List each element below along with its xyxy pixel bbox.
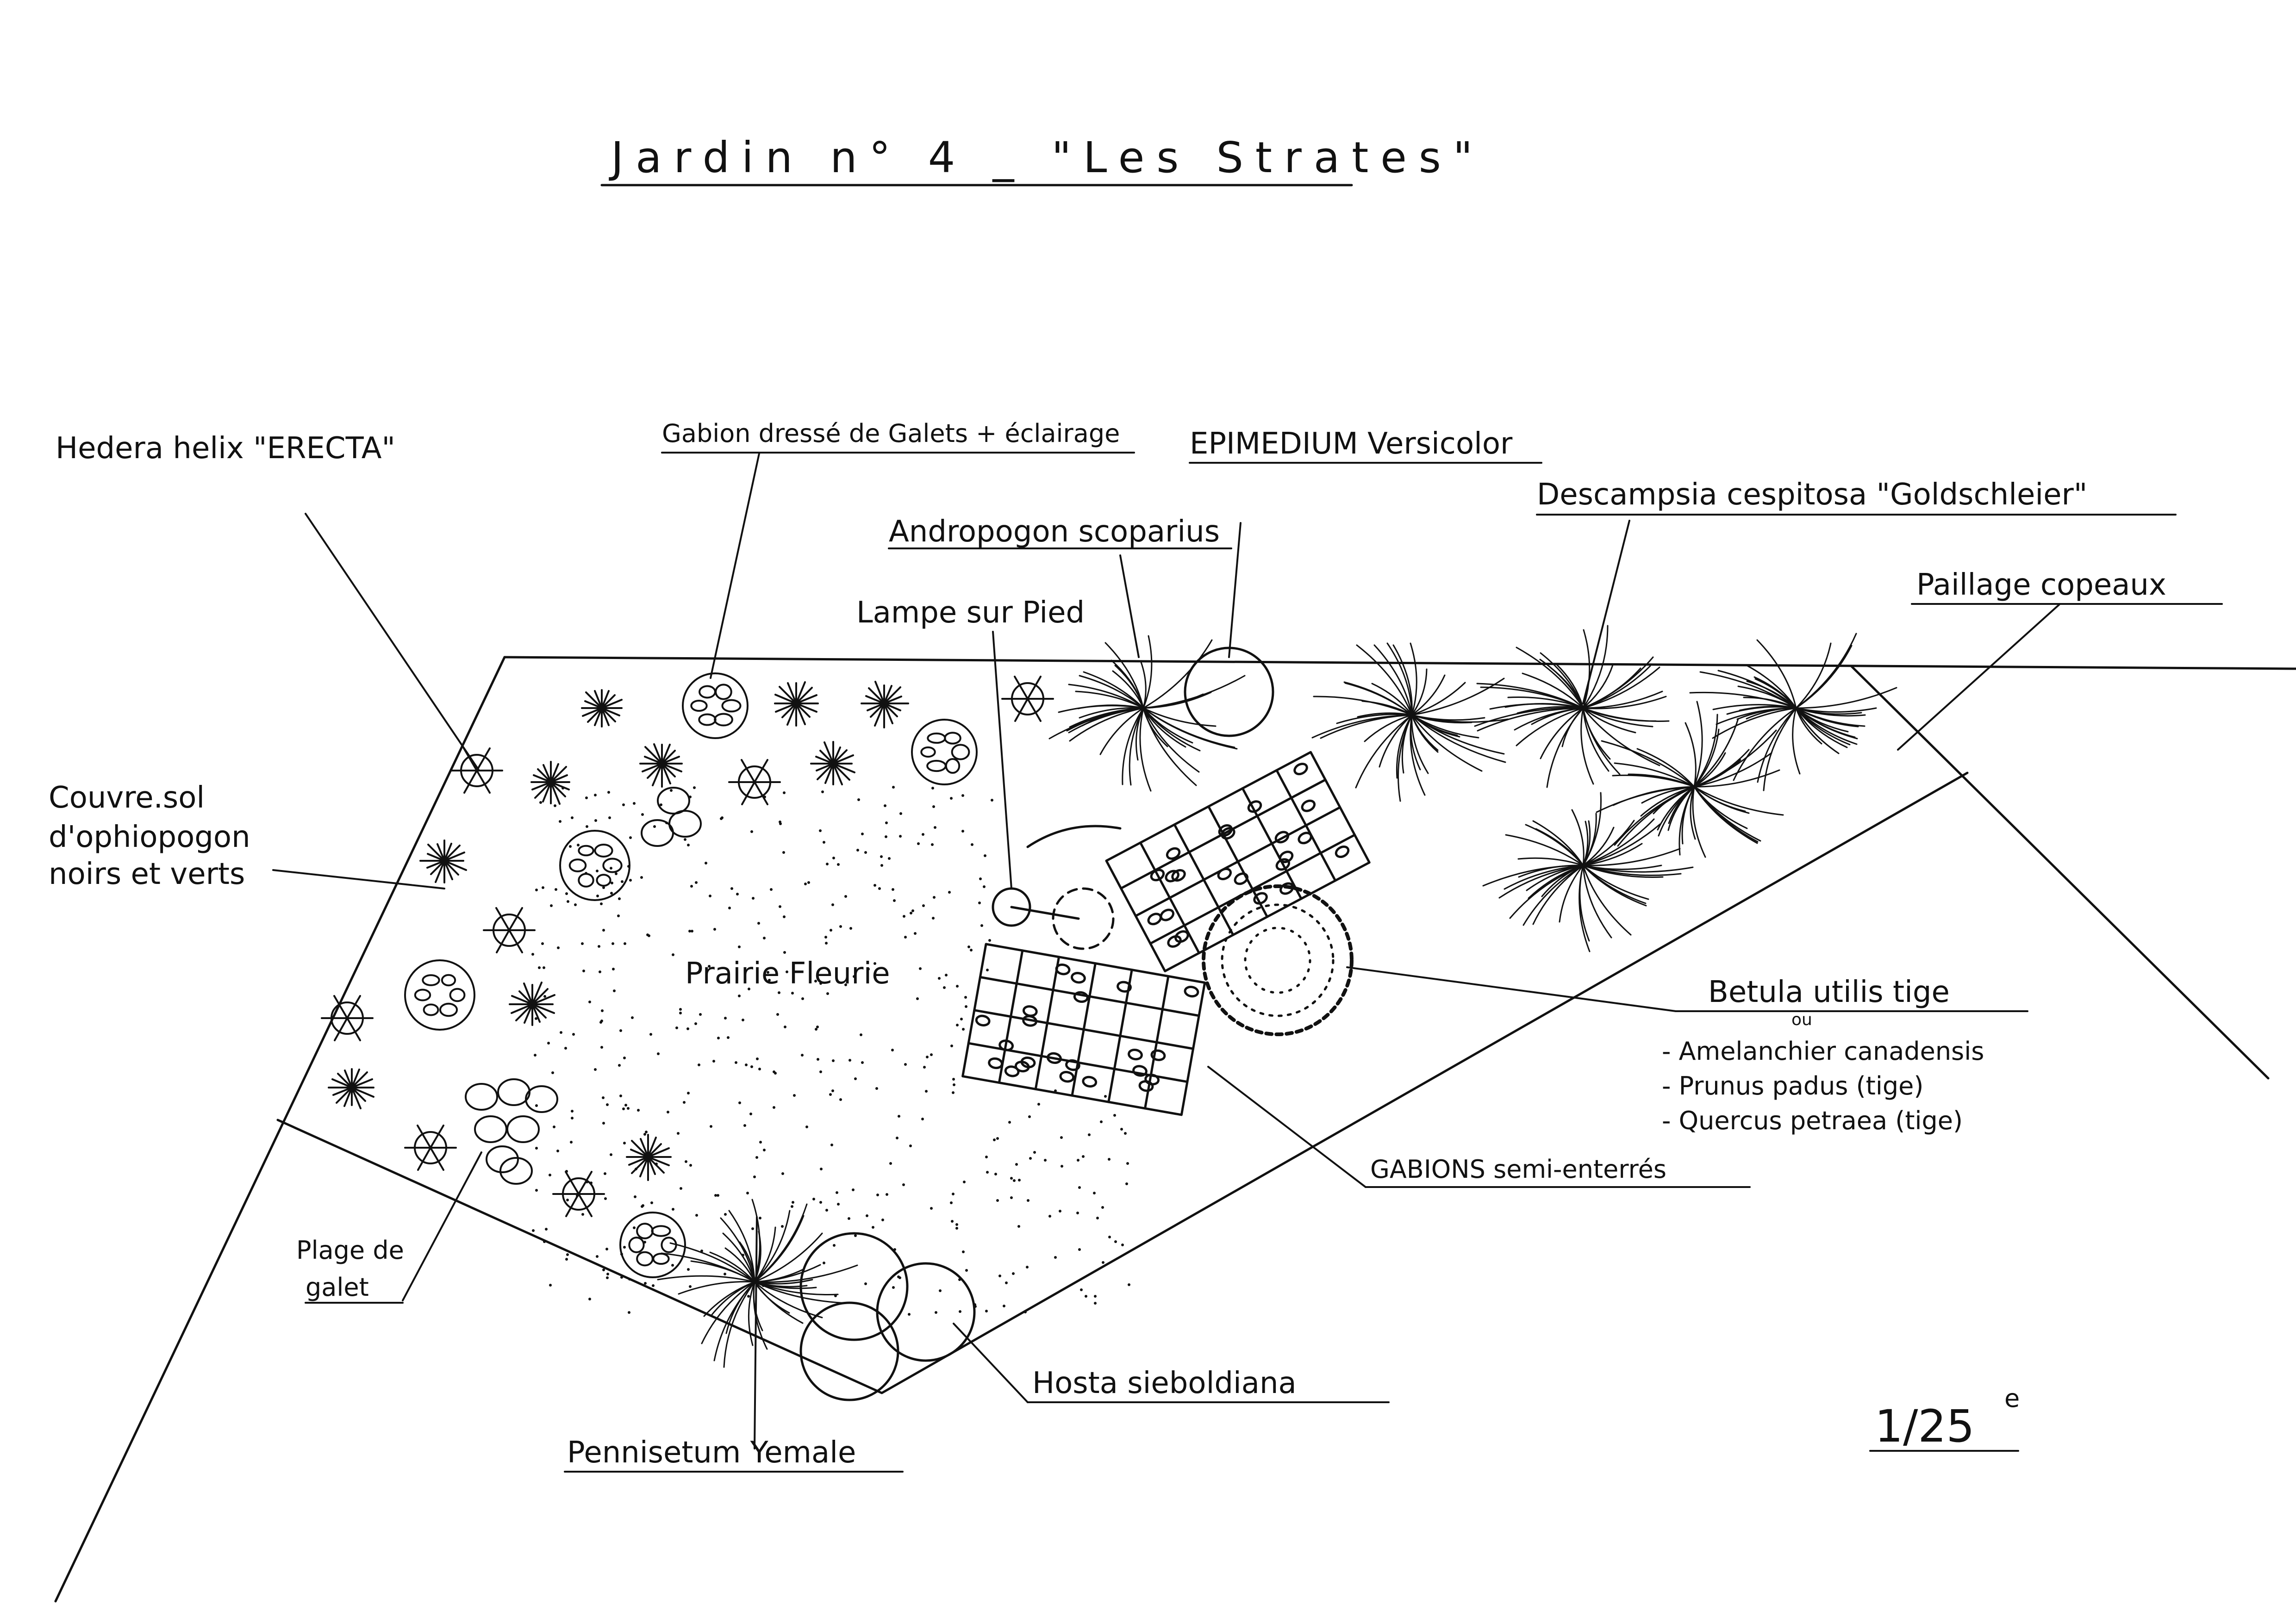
hedera-shrub <box>728 759 781 805</box>
hedera-shrub <box>483 907 536 953</box>
ophiopogon-tuft <box>774 681 819 727</box>
left-boundary-line <box>54 656 506 1603</box>
plant-labels: Hedera helix "ERECTA" Gabion dressé de G… <box>49 419 2166 1470</box>
label-lampe-sur-pied: Lampe sur Pied <box>856 596 1085 630</box>
label-epimedium: EPIMEDIUM Versicolor <box>1190 427 1513 461</box>
hedera-shrubs-layer <box>321 676 1054 1217</box>
pebble-gabions-layer <box>404 672 978 1278</box>
betula-tree-symbol <box>1202 884 1354 1036</box>
ophiopogon-tuft <box>581 689 623 728</box>
label-pennisetum: Pennisetum Yemale <box>567 1436 856 1470</box>
pebble-gabion <box>619 1212 686 1278</box>
label-couvre-sol-line1: Couvre.sol <box>49 781 205 815</box>
label-quercus: - Quercus petraea (tige) <box>1662 1106 1963 1135</box>
top-boundary-line <box>503 656 2296 670</box>
label-couvre-sol-line2: d'ophiopogon <box>49 820 250 854</box>
right-boundary-line <box>1850 665 2270 1080</box>
hedera-shrub <box>1001 676 1054 722</box>
pebble-gabion <box>682 672 749 739</box>
pebble-beach <box>465 787 702 1185</box>
gabions-semi-enterres-blocks <box>961 751 1371 1116</box>
grass-clump <box>657 1199 858 1368</box>
label-prunus: - Prunus padus (tige) <box>1662 1071 1923 1101</box>
grass-clump <box>1596 701 1784 858</box>
label-paillage: Paillage copeaux <box>1916 568 2166 602</box>
grasses-layer <box>657 625 1897 1368</box>
label-plage-line2: galet <box>306 1273 369 1302</box>
label-hosta: Hosta sieboldiana <box>1032 1366 1297 1400</box>
hedera-shrub <box>450 747 503 794</box>
ophiopogon-tuft <box>509 982 555 1026</box>
label-ou: ou <box>1791 1010 1812 1029</box>
label-underlines <box>305 452 2223 1473</box>
title-block: Jardin n° 4 _ "Les Strates" <box>600 133 1485 187</box>
hosta-symbols <box>799 1232 976 1401</box>
ophiopogon-tuft <box>419 839 467 883</box>
scale-suffix: e <box>2004 1384 2020 1413</box>
scale-value: 1/25 <box>1875 1400 1975 1452</box>
ophiopogon-tuft <box>639 743 683 788</box>
prairie-stipple <box>531 786 1130 1316</box>
ophiopogon-tuft <box>626 1134 672 1181</box>
grass-clump <box>1482 792 1694 952</box>
hedera-shrub <box>404 1125 457 1171</box>
label-hedera-helix: Hedera helix "ERECTA" <box>56 431 395 466</box>
label-prairie-fleurie: Prairie Fleurie <box>685 957 890 991</box>
ophiopogon-tuft <box>810 741 855 785</box>
lower-boundary-line <box>276 771 1969 1394</box>
label-gabion-dresse: Gabion dressé de Galets + éclairage <box>662 419 1120 448</box>
label-gabions-semi-enterres: GABIONS semi-enterrés <box>1370 1155 1666 1184</box>
grass-clump <box>1311 642 1509 802</box>
label-andropogon: Andropogon scoparius <box>889 515 1220 549</box>
site-outline <box>54 656 2296 1603</box>
plan-title: Jardin n° 4 _ "Les Strates" <box>609 133 1485 182</box>
label-couvre-sol-line3: noirs et verts <box>49 857 245 891</box>
hedera-shrub <box>321 995 374 1041</box>
grass-clump <box>1474 625 1670 788</box>
gabion-block-upper <box>1105 751 1371 972</box>
pebble-gabion <box>559 830 630 901</box>
pebble-gabion <box>911 719 978 785</box>
grass-clump <box>1689 633 1897 791</box>
leader-lines <box>272 453 2061 1449</box>
ophiopogon-tufts <box>328 681 909 1181</box>
ophiopogon-tuft <box>328 1068 374 1109</box>
pebble-gabion <box>404 959 475 1031</box>
grass-clump <box>1048 635 1246 792</box>
label-amelanchier: - Amelanchier canadensis <box>1662 1037 1984 1066</box>
gabion-block-lower <box>961 943 1206 1116</box>
label-betula: Betula utilis tige <box>1708 975 1950 1009</box>
ophiopogon-tuft <box>861 681 909 728</box>
ophiopogon-tuft <box>530 761 570 805</box>
hedera-shrub <box>552 1171 605 1217</box>
label-deschampsia: Descampsia cespitosa "Goldschleier" <box>1537 478 2087 512</box>
label-plage-line1: Plage de <box>296 1236 404 1265</box>
